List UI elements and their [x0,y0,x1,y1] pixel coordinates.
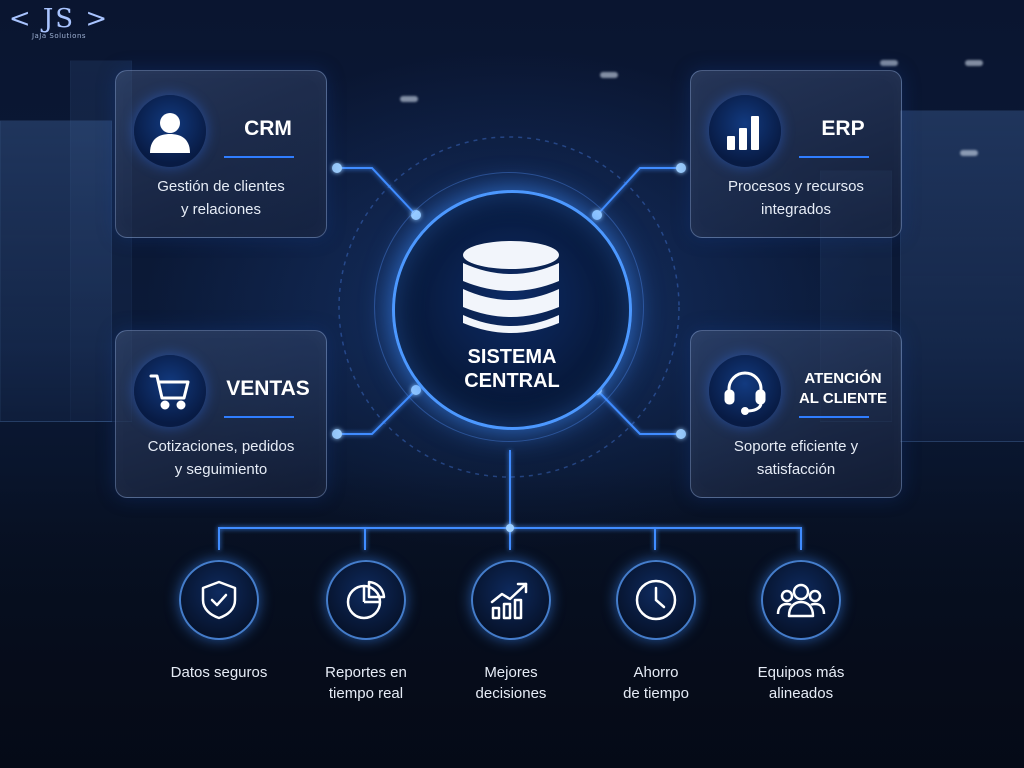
module-card-crm: CRM Gestión de clientes y relaciones [115,70,327,238]
ceiling-light [400,96,418,102]
background-window [0,120,112,422]
clock-icon [616,560,696,640]
benefit-item: Ahorro de tiempo [581,560,731,704]
hub-outer-ring [374,172,644,442]
description-line: y relaciones [180,201,262,218]
hub-title-line: SISTEMA [467,346,557,368]
module-title: CRM [244,117,292,140]
pie-chart-icon [326,560,406,640]
benefit-label: Mejores decisiones [436,662,586,704]
ceiling-light [960,150,978,156]
growth-chart-icon [471,560,551,640]
benefit-label-line: Mejores [484,664,538,681]
company-logo: < JS > JaJa Solutions [4,4,114,40]
benefit-label-line: decisiones [475,685,547,702]
benefit-label: Datos seguros [144,662,294,683]
ceiling-light [965,60,983,66]
central-system-hub: SISTEMA CENTRAL [392,190,632,430]
benefit-label-line: Equipos más [757,664,845,681]
description-line: Gestión de clientes [157,178,285,195]
description-line: Soporte eficiente y [733,438,859,455]
team-icon [761,560,841,640]
module-card-erp: ERP Procesos y recursos integrados [690,70,902,238]
connector-erp [596,167,681,216]
benefit-label-line: de tiempo [623,685,689,702]
benefit-label: Ahorro de tiempo [581,662,731,704]
node-dot [676,163,686,173]
node-dot [506,524,514,532]
benefit-label-line: Datos seguros [170,664,268,681]
database-icon [459,239,563,343]
logo-mark: < JS > [8,4,110,34]
title-line: ATENCIÓN [804,370,882,387]
module-title: ATENCIÓN AL CLIENTE [795,369,891,409]
connector-atencion [596,389,681,435]
benefit-item: Mejores decisiones [436,560,586,704]
title-underline [224,416,294,418]
module-card-ventas: VENTAS Cotizaciones, pedidos y seguimien… [115,330,327,498]
benefit-item: Equipos más alineados [726,560,876,704]
module-description: Cotizaciones, pedidos y seguimiento [126,435,316,481]
node-dot [332,429,342,439]
user-icon [134,95,206,167]
background-window [900,110,1024,442]
benefit-label-line: tiempo real [328,685,404,702]
description-line: satisfacción [756,461,836,478]
description-line: Cotizaciones, pedidos [147,438,295,455]
benefit-item: Reportes en tiempo real [291,560,441,704]
benefit-label-line: alineados [768,685,834,702]
title-underline [224,156,294,158]
benefit-label: Reportes en tiempo real [291,662,441,704]
module-title: VENTAS [226,377,310,400]
ceiling-light [880,60,898,66]
logo-name: JaJa Solutions [31,32,87,40]
description-line: Procesos y recursos [728,178,864,195]
description-line: integrados [760,201,832,218]
benefit-label-line: Reportes en [325,664,407,681]
connector-ventas [337,389,417,435]
title-line: AL CLIENTE [798,390,888,407]
ceiling-light [600,72,618,78]
hub-title-line: CENTRAL [464,370,560,392]
module-description: Soporte eficiente y satisfacción [701,435,891,481]
benefit-label: Equipos más alineados [726,662,876,704]
benefit-label-line: Ahorro [633,664,679,681]
module-description: Gestión de clientes y relaciones [126,175,316,221]
orbit-ring [338,136,680,478]
module-title: ERP [821,117,865,140]
title-underline [799,416,869,418]
module-card-atencion: ATENCIÓN AL CLIENTE Soporte eficiente y … [690,330,902,498]
bar-chart-icon [709,95,781,167]
node-dot [332,163,342,173]
module-description: Procesos y recursos integrados [701,175,891,221]
benefit-item: Datos seguros [144,560,294,683]
connector-crm [337,167,417,216]
shield-check-icon [179,560,259,640]
hub-title: SISTEMA CENTRAL [395,345,629,393]
description-line: y seguimiento [174,461,268,478]
title-underline [799,156,869,158]
shopping-cart-icon [134,355,206,427]
node-dot [676,429,686,439]
headset-icon [709,355,781,427]
